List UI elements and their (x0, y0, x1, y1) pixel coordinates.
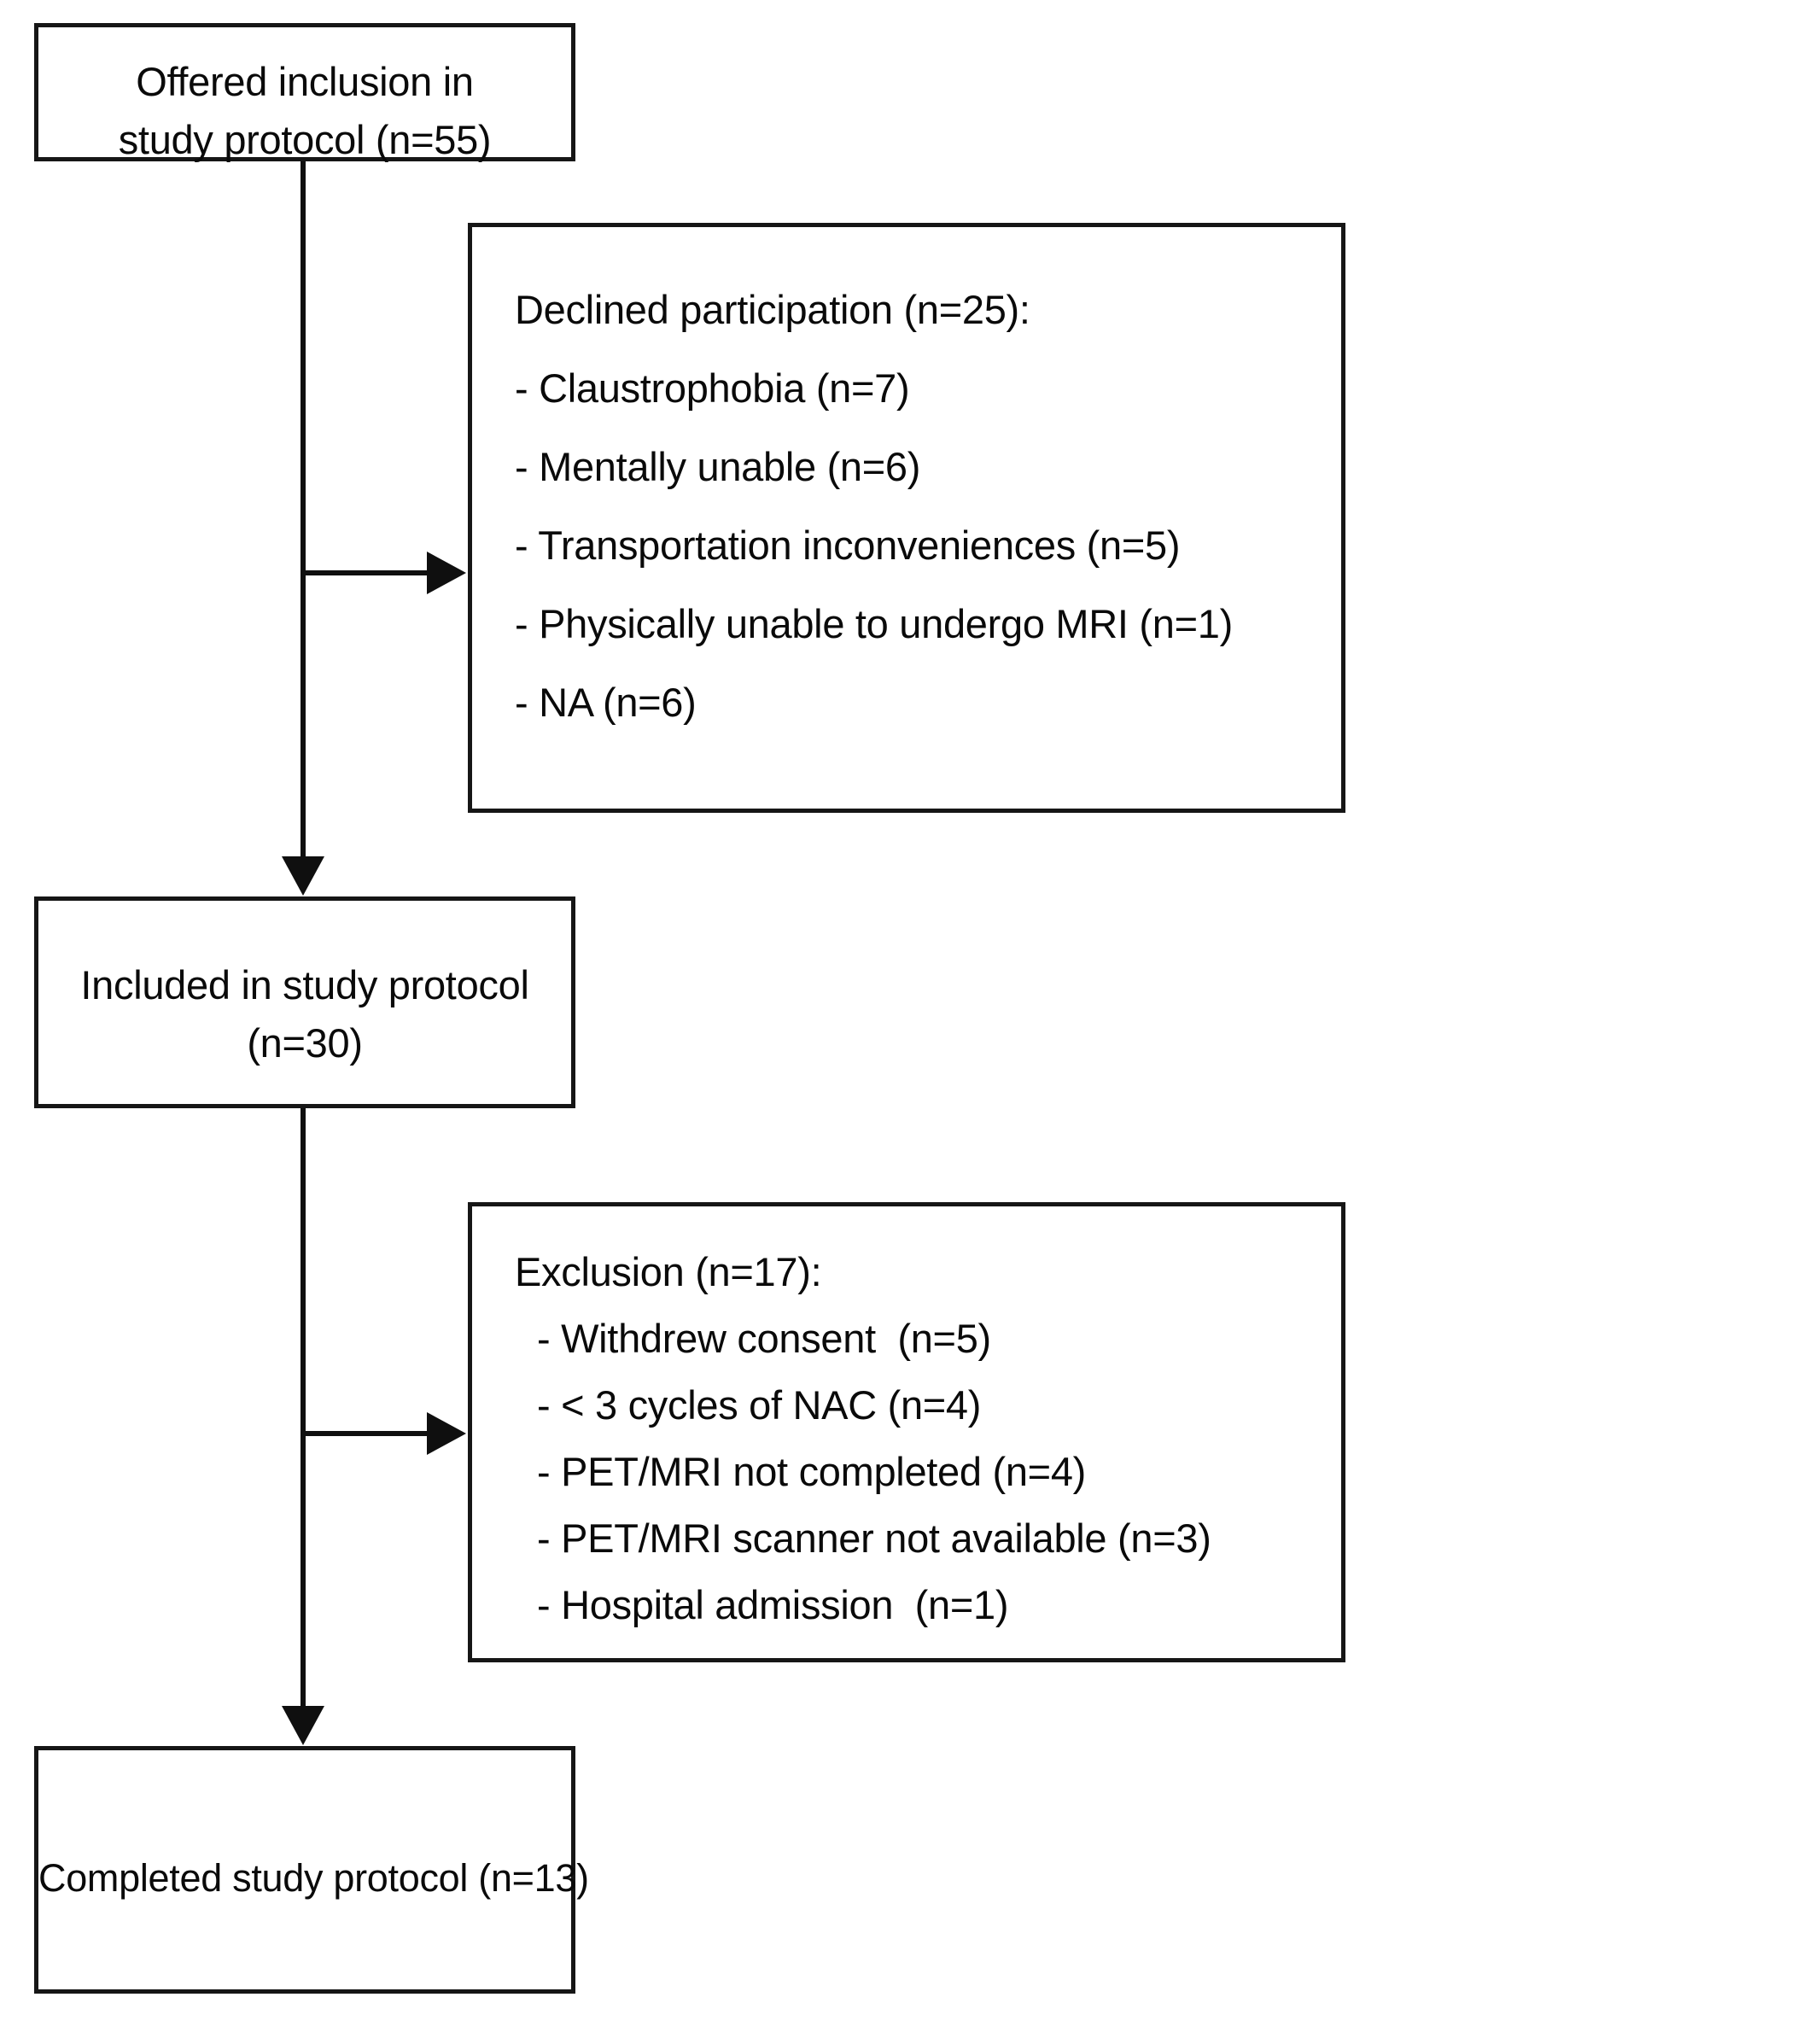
node-offered-inclusion-line1: Offered inclusion in (136, 59, 474, 104)
connector-to-declined (301, 570, 429, 575)
node-offered-inclusion-line2: study protocol (n=55) (118, 117, 492, 162)
node-exclusion-item-4: - PET/MRI scanner not available (n=3) (537, 1515, 1211, 1561)
connector-to-exclusion (301, 1431, 429, 1436)
node-declined-item-4: - Physically unable to undergo MRI (n=1) (515, 601, 1233, 646)
node-exclusion-item-5: - Hospital admission (n=1) (537, 1582, 1009, 1627)
arrowhead-to-declined (427, 552, 466, 594)
connector-included-to-completed (301, 1108, 306, 1711)
node-declined-item-2: - Mentally unable (n=6) (515, 444, 921, 489)
node-declined-item-1: - Claustrophobia (n=7) (515, 365, 910, 411)
node-included-line2: (n=30) (247, 1020, 363, 1066)
connector-offered-to-included (301, 161, 306, 861)
node-declined-participation: Declined participation (n=25): - Claustr… (468, 223, 1345, 813)
node-included-line1: Included in study protocol (80, 962, 529, 1007)
node-declined-item-5: - NA (n=6) (515, 680, 697, 725)
node-exclusion-item-1: - Withdrew consent (n=5) (537, 1316, 991, 1361)
node-offered-inclusion: Offered inclusion in study protocol (n=5… (34, 23, 575, 162)
node-exclusion-item-3: - PET/MRI not completed (n=4) (537, 1449, 1087, 1494)
arrowhead-to-included (282, 856, 324, 896)
node-declined-heading: Declined participation (n=25): (515, 287, 1030, 332)
node-included-study-protocol: Included in study protocol (n=30) (34, 896, 575, 1108)
node-exclusion-item-2: - < 3 cycles of NAC (n=4) (537, 1382, 982, 1428)
arrowhead-to-completed (282, 1706, 324, 1745)
arrowhead-to-exclusion (427, 1412, 466, 1455)
node-declined-item-3: - Transportation inconveniences (n=5) (515, 523, 1181, 568)
node-completed-line1: Completed study protocol (n=13) (38, 1856, 589, 1900)
node-exclusion: Exclusion (n=17): - Withdrew consent (n=… (468, 1202, 1345, 1662)
node-completed-study-protocol: Completed study protocol (n=13) (34, 1746, 589, 1994)
node-exclusion-heading: Exclusion (n=17): (515, 1249, 822, 1294)
